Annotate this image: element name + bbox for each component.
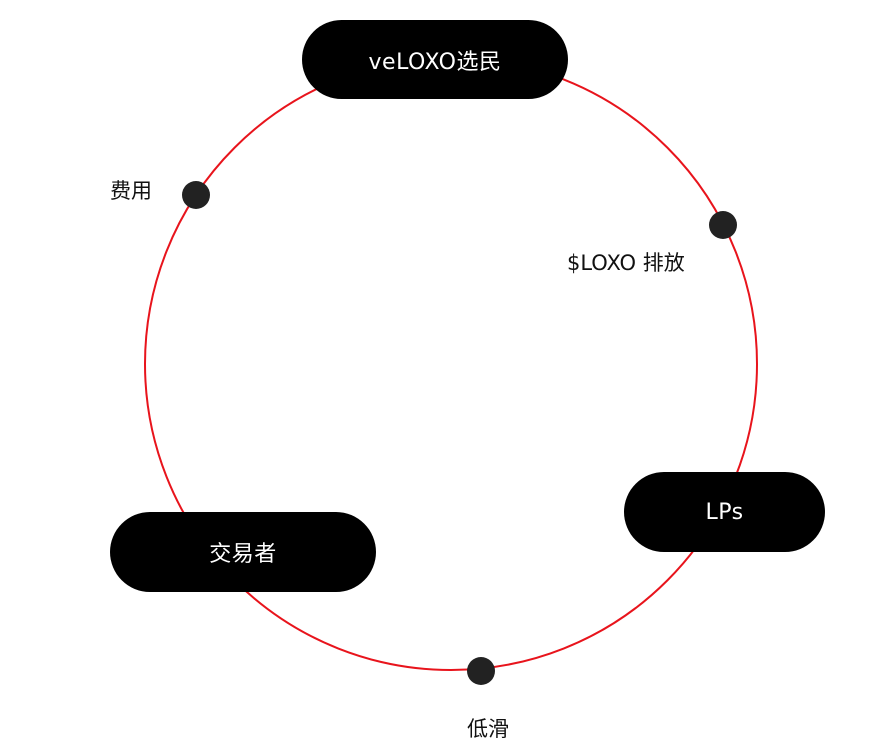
lps-node: LPs: [624, 472, 825, 552]
fees-label: 费用: [110, 179, 152, 203]
voters-node: veLOXO选民: [302, 20, 568, 99]
traders-node-label: 交易者: [209, 542, 277, 567]
traders-node: 交易者: [110, 512, 376, 592]
voters-node-label: veLOXO选民: [368, 49, 502, 75]
emissions-label: $LOXO 排放: [567, 251, 685, 275]
emissions-dot: [709, 211, 737, 239]
fees-dot: [182, 181, 210, 209]
low-slippage-dot: [467, 657, 495, 685]
lps-node-label: LPs: [705, 499, 744, 525]
low-slippage-label: 低滑: [467, 717, 509, 741]
